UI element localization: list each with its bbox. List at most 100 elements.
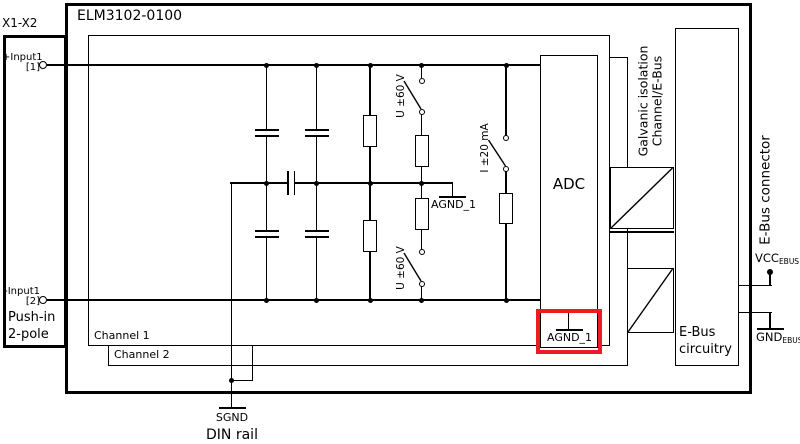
vcc-text: VCC: [755, 250, 779, 265]
agnd-highlight-box: [536, 309, 602, 354]
switch-contact: [418, 108, 425, 115]
wire: [315, 137, 318, 184]
wire-gnd-vertical: [769, 311, 771, 329]
junction-dot: [264, 180, 269, 186]
voltage-switch-top-label: U ±60 V: [395, 74, 408, 118]
pin-input1-plus: [39, 61, 47, 69]
wire: [505, 171, 507, 194]
capacitor-plate: [304, 129, 329, 131]
galvanic-isolation-label: Galvanic isolation Channel/E-Bus: [635, 46, 664, 157]
wire: [505, 65, 507, 136]
current-switch-label: I ±20 mA: [479, 123, 492, 173]
wire: [265, 183, 268, 230]
capacitor-plate: [304, 229, 329, 232]
wire-gnd-horizontal: [738, 311, 772, 313]
switch-contact: [418, 249, 425, 255]
wire: [265, 237, 268, 301]
voltage-switch-bottom-label: U ±60 V: [395, 246, 408, 290]
resistor: [499, 193, 513, 224]
junction-dot: [367, 180, 373, 186]
capacitor-plate: [304, 135, 329, 137]
channel2-isolation-divider: [610, 231, 674, 233]
sgnd-label: SGND: [215, 410, 249, 424]
gnd-subscript: EBUS: [782, 336, 800, 345]
pin-input1-minus: [39, 296, 47, 304]
wire: [369, 252, 371, 301]
wire: [505, 224, 507, 301]
resistor: [414, 198, 429, 230]
ebus-circuitry-line1: E-Bus: [679, 325, 716, 340]
capacitor-plate: [254, 135, 279, 137]
switch-contact: [418, 77, 425, 84]
input1-plus-pin-number: [1]: [25, 62, 40, 73]
channel1-box: [88, 35, 610, 346]
capacitor-plate: [254, 235, 279, 238]
vcc-ebus-label: VCCEBUS: [755, 250, 800, 266]
wire: [369, 147, 371, 184]
channel1-label: Channel 1: [94, 329, 150, 342]
switch-contact: [418, 280, 425, 287]
wire: [420, 286, 423, 301]
wire-mid-rail-right: [294, 182, 453, 184]
junction-dot: [419, 62, 424, 68]
ground-bar: [219, 407, 246, 409]
input1-minus-pin-number: [2]: [25, 296, 40, 307]
junction-dot: [367, 62, 373, 68]
input1-plus-label: +Input1: [2, 52, 43, 63]
gnd-text: GND: [756, 330, 783, 344]
ground-bar: [439, 196, 466, 198]
capacitor-plate: [304, 235, 329, 238]
agnd-mid-stub: [451, 183, 454, 197]
wire: [369, 65, 371, 115]
ground-bar: [757, 327, 784, 330]
din-rail-label: DIN rail: [206, 426, 258, 443]
junction-dot: [229, 377, 234, 383]
connector-type-line2: 2-pole: [8, 327, 49, 342]
wire: [420, 183, 423, 199]
resistor: [363, 115, 377, 147]
vcc-pin-dot: [767, 269, 773, 275]
wire: [369, 183, 371, 221]
junction-dot: [264, 297, 269, 303]
connector-type-line1: Push-in: [8, 310, 56, 325]
wire: [265, 65, 268, 130]
junction-dot: [503, 297, 509, 303]
wire-sgnd-vertical: [230, 183, 233, 408]
capacitor-plate: [287, 171, 289, 195]
input1-minus-label: -Input1: [4, 286, 40, 297]
wire: [420, 65, 423, 78]
wire-mid-rail-left: [230, 182, 288, 184]
junction-dot: [264, 62, 269, 68]
wire-vcc-vertical: [769, 272, 771, 286]
adc-label: ADC: [552, 175, 586, 193]
module-outer-box: [65, 3, 752, 394]
wire-ch2-ground-horizontal: [231, 379, 253, 381]
terminal-points-label: X1-X2: [2, 16, 38, 30]
junction-dot: [419, 297, 424, 303]
capacitor-plate: [254, 129, 279, 131]
agnd-adc-stub: [567, 313, 570, 329]
wire: [265, 137, 268, 184]
wire: [315, 183, 318, 230]
galvanic-isolation-line2: Channel/E-Bus: [649, 55, 664, 147]
agnd-adc-label: AGND_1: [547, 330, 593, 344]
channel2-label: Channel 2: [114, 348, 170, 361]
wire: [420, 114, 423, 136]
junction-dot: [314, 297, 319, 303]
resistor: [363, 220, 377, 252]
wire: [420, 167, 423, 184]
wire: [315, 65, 318, 130]
agnd-mid-label: AGND_1: [431, 197, 477, 211]
capacitor-plate: [293, 171, 296, 195]
junction-dot: [314, 180, 319, 186]
vcc-subscript: EBUS: [778, 256, 800, 266]
junction-dot: [367, 297, 373, 303]
ebus-circuitry-line2: circuitry: [679, 342, 732, 357]
adc-box: [540, 55, 598, 348]
resistor: [414, 135, 429, 167]
capacitor-plate: [254, 229, 279, 232]
ebus-circuitry-box: [675, 28, 739, 366]
wire-bottom-rail: [47, 299, 540, 301]
